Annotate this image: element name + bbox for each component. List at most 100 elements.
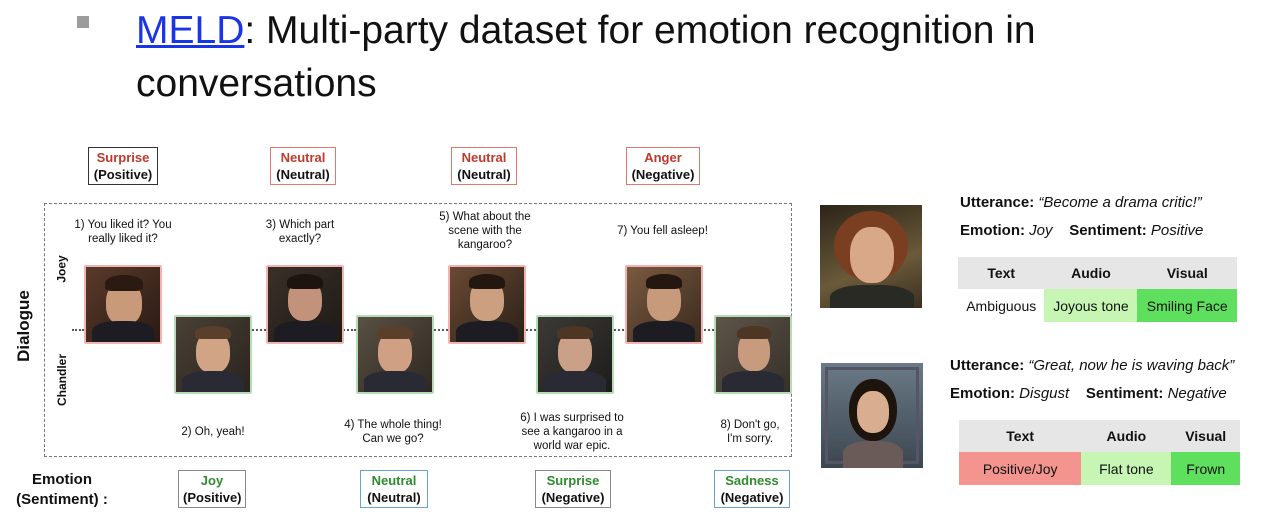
dialogue-axis-label: Dialogue: [14, 290, 33, 362]
bottom-label-2-emotion: Joy: [200, 473, 224, 488]
utterance-4: 4) The whole thing! Can we go?: [333, 418, 453, 446]
utterance-5-line3: kangaroo?: [457, 239, 513, 251]
bullet-marker: [77, 16, 89, 28]
example1-sentiment-label: Sentiment:: [1069, 222, 1147, 239]
top-label-1: Surprise (Positive): [88, 147, 158, 185]
example2-sentiment-label: Sentiment:: [1085, 385, 1164, 402]
utterance-3-line2: exactly?: [278, 233, 322, 245]
joey-frame-1: [84, 265, 162, 344]
cell-audio: Joyous tone: [1044, 289, 1138, 322]
top-label-5-sentiment: (Neutral): [457, 167, 511, 182]
joey-frame-5: [448, 265, 526, 344]
meld-link[interactable]: MELD: [136, 9, 245, 52]
header-audio: Audio: [1081, 420, 1172, 452]
top-label-3-sentiment: (Neutral): [276, 167, 330, 182]
example2-emotion-row: Emotion: Disgust Sentiment: Negative: [950, 385, 1227, 402]
table-header-row: Text Audio Visual: [959, 420, 1240, 452]
chandler-frame-4: [356, 315, 434, 394]
bottom-label-4-sentiment: (Neutral): [367, 490, 421, 505]
chandler-frame-8: [714, 315, 792, 394]
top-label-3: Neutral (Neutral): [270, 147, 336, 185]
example1-emotion-label: Emotion:: [960, 222, 1025, 239]
utterance-2: 2) Oh, yeah!: [168, 425, 258, 439]
legend-line1: Emotion: [32, 471, 92, 488]
example2-emotion-label: Emotion:: [950, 385, 1015, 402]
timeline-dots: [700, 329, 714, 331]
timeline-dots: [340, 329, 356, 331]
example1-utterance: Utterance: “Become a drama critic!”: [960, 194, 1202, 211]
bottom-label-8-emotion: Sadness: [725, 473, 779, 488]
emotion-sentiment-legend: Emotion (Sentiment) :: [8, 470, 116, 510]
utterance-8-line1: 8) Don't go,: [720, 419, 780, 431]
example1-emotion-value: Joy: [1029, 222, 1053, 239]
slide-title: MELD: Multi-party dataset for emotion re…: [136, 4, 1136, 110]
example2-utterance: Utterance: “Great, now he is waving back…: [950, 357, 1234, 374]
header-text: Text: [959, 420, 1082, 452]
utterance-3-line1: 3) Which part: [265, 219, 335, 231]
bottom-label-8: Sadness (Negative): [714, 470, 790, 508]
timeline-dots: [430, 329, 448, 331]
utterance-7-line1: 7) You fell asleep!: [617, 225, 708, 237]
cell-audio: Flat tone: [1081, 452, 1172, 485]
top-label-5: Neutral (Neutral): [451, 147, 517, 185]
joey-frame-7: [625, 265, 703, 344]
example1-photo: [820, 205, 922, 308]
utterance-4-line1: 4) The whole thing!: [344, 419, 442, 431]
utterance-5-line2: scene with the: [448, 225, 522, 237]
utterance-6-line2: see a kangaroo in a: [521, 426, 623, 438]
header-audio: Audio: [1044, 257, 1138, 289]
utterance-1: 1) You liked it? You really liked it?: [58, 218, 188, 246]
top-label-7-sentiment: (Negative): [631, 167, 695, 182]
bottom-label-4: Neutral (Neutral): [360, 470, 428, 508]
timeline-dots: [610, 329, 624, 331]
example2-emotion-value: Disgust: [1019, 385, 1070, 402]
top-label-5-emotion: Neutral: [461, 150, 507, 165]
utterance-1-line1: 1) You liked it? You: [74, 219, 172, 231]
bottom-label-6-emotion: Surprise: [546, 473, 600, 488]
top-label-3-emotion: Neutral: [280, 150, 326, 165]
top-label-1-sentiment: (Positive): [93, 167, 153, 182]
utterance-5: 5) What about the scene with the kangaro…: [425, 210, 545, 252]
example1-utterance-text: “Become a drama critic!”: [1038, 194, 1202, 211]
example2-sentiment-value: Negative: [1167, 385, 1227, 402]
cell-visual: Frown: [1171, 452, 1240, 485]
example2-modality-table: Text Audio Visual Positive/Joy Flat tone…: [959, 420, 1240, 485]
cell-text: Ambiguous: [958, 289, 1045, 322]
header-text: Text: [958, 257, 1045, 289]
header-visual: Visual: [1171, 420, 1240, 452]
bottom-label-2-sentiment: (Positive): [183, 490, 242, 505]
timeline-dots: [72, 329, 84, 331]
timeline-dots: [248, 329, 266, 331]
utterance-8-line2: I'm sorry.: [726, 433, 774, 445]
table-header-row: Text Audio Visual: [958, 257, 1237, 289]
example1-sentiment-value: Positive: [1150, 222, 1204, 239]
joey-frame-3: [266, 265, 344, 344]
chandler-frame-2: [174, 315, 252, 394]
utterance-5-line1: 5) What about the: [439, 211, 531, 223]
utterance-4-line2: Can we go?: [362, 433, 424, 445]
utterance-6: 6) I was surprised to see a kangaroo in …: [507, 411, 637, 453]
utterance-1-line2: really liked it?: [88, 233, 158, 245]
header-visual: Visual: [1137, 257, 1237, 289]
cell-text: Positive/Joy: [959, 452, 1082, 485]
chandler-frame-6: [536, 315, 614, 394]
title-text-line2: conversations: [136, 62, 377, 105]
top-label-7: Anger (Negative): [626, 147, 700, 185]
utterance-8: 8) Don't go, I'm sorry.: [705, 418, 795, 446]
example2-photo: [821, 363, 923, 468]
utterance-2-line1: 2) Oh, yeah!: [181, 426, 245, 438]
example2-utterance-text: “Great, now he is waving back”: [1028, 357, 1235, 374]
table-row: Positive/Joy Flat tone Frown: [959, 452, 1240, 485]
bottom-label-6: Surprise (Negative): [535, 470, 611, 508]
bottom-label-8-sentiment: (Negative): [720, 490, 784, 505]
utterance-7: 7) You fell asleep!: [605, 224, 720, 238]
utterance-6-line1: 6) I was surprised to: [520, 412, 624, 424]
legend-line2: (Sentiment) :: [16, 491, 108, 508]
example2-utterance-label: Utterance:: [950, 357, 1025, 374]
top-label-1-emotion: Surprise: [96, 150, 150, 165]
title-text: : Multi-party dataset for emotion recogn…: [244, 9, 1036, 52]
table-row: Ambiguous Joyous tone Smiling Face: [958, 289, 1237, 322]
example1-utterance-label: Utterance:: [960, 194, 1035, 211]
bottom-label-4-emotion: Neutral: [371, 473, 417, 488]
utterance-3: 3) Which part exactly?: [245, 218, 355, 246]
